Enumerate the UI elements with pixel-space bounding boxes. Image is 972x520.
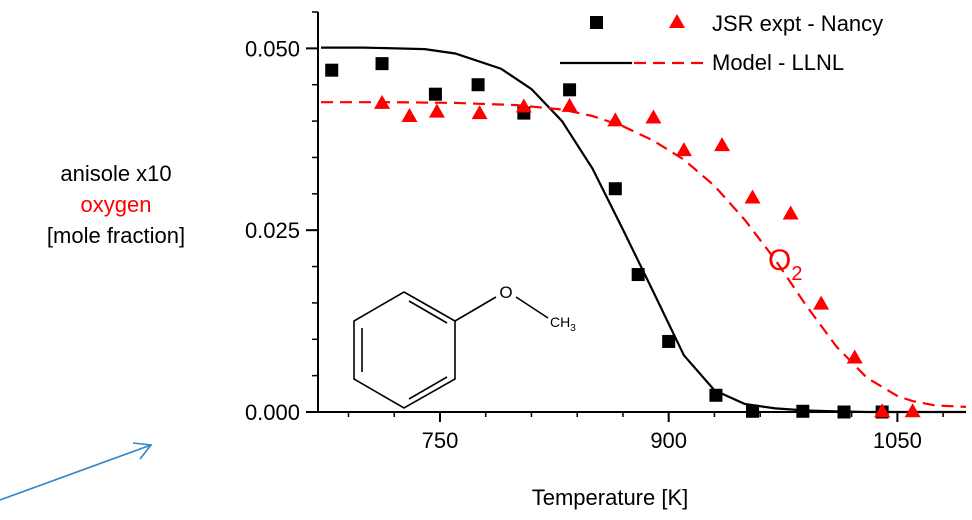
oxygen-expt-point — [401, 108, 418, 122]
y-label-anisole: anisole x10 — [60, 161, 172, 186]
y-label-oxygen: oxygen — [80, 192, 152, 217]
structure-oxygen-label: O — [499, 283, 512, 302]
oxygen-expt-point — [561, 97, 578, 112]
anisole-expt-point — [796, 404, 810, 418]
legend-expt-label: JSR expt - Nancy — [712, 11, 883, 36]
y-label-units: [mole fraction] — [46, 223, 186, 248]
anisole-expt-point — [471, 78, 485, 92]
oxygen-expt-point — [714, 137, 731, 152]
oxygen-expt-point — [675, 142, 692, 157]
anisole-expt-point — [746, 404, 760, 418]
anisole-expt-point — [631, 268, 645, 282]
anisole-expt-point — [662, 334, 676, 348]
oxygen-expt-point — [515, 98, 532, 113]
anisole-expt-point — [709, 388, 723, 402]
oxygen-expt-point — [904, 403, 921, 418]
annotations: O2 O CH3 — [0, 244, 802, 501]
o2-annotation: O2 — [768, 244, 802, 285]
oxygen-expt-point — [607, 112, 624, 127]
legend-anisole-marker — [590, 16, 603, 29]
anisole-model-line — [321, 46, 966, 414]
y-tick-label: 0.000 — [245, 400, 300, 425]
y-tick-label: 0.025 — [245, 218, 300, 243]
oxygen-expt-point — [744, 189, 761, 204]
structure-methyl-label: CH3 — [550, 314, 576, 334]
oxygen-expt-point — [471, 105, 488, 120]
x-tick-label: 750 — [422, 428, 459, 453]
anisole-expt-point — [837, 405, 851, 419]
oxygen-expt-point — [874, 403, 891, 418]
y-tick-label: 0.050 — [245, 36, 300, 61]
y-axis-label: anisole x10 oxygen [mole fraction] — [0, 158, 232, 251]
oxygen-expt-point — [813, 295, 830, 310]
anisole-expt-point — [375, 57, 389, 71]
pointer-arrow — [0, 442, 153, 501]
series-layer — [321, 46, 967, 419]
oxygen-expt-point — [374, 94, 391, 109]
legend-oxygen-marker — [669, 14, 685, 28]
anisole-expt-point — [325, 63, 339, 77]
x-axis-label: Temperature [K] — [532, 485, 689, 510]
oxygen-model-line — [321, 101, 967, 408]
oxygen-expt-point — [428, 103, 445, 118]
anisole-expt-point — [563, 83, 577, 97]
oxygen-expt-point — [846, 349, 863, 364]
legend-model-label: Model - LLNL — [712, 50, 844, 75]
x-tick-label: 900 — [650, 428, 687, 453]
anisole-expt-point — [608, 182, 622, 196]
anisole-expt-point — [428, 87, 442, 101]
axes: 750 900 1050 0.000 0.025 0.050 — [245, 11, 966, 453]
anisole-structure-diagram — [353, 291, 549, 409]
x-tick-label: 1050 — [873, 428, 922, 453]
oxygen-expt-point — [782, 205, 799, 220]
oxygen-expt-point — [645, 109, 662, 124]
